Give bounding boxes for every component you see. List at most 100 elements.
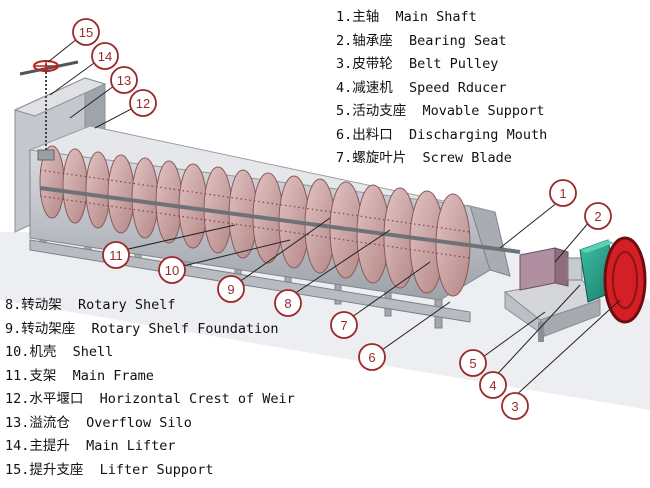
legend-number: 1. [336,9,353,25]
legend-number: 15. [5,461,30,478]
legend-item: 4.减速机 Speed Rducer [336,77,547,101]
legend-chinese: 轴承座 [352,32,393,49]
blade-rivets [39,169,471,259]
legend-number: 14. [5,438,30,454]
legend-item: 7.螺旋叶片 Screw Blade [336,147,547,171]
legend-number: 11. [5,367,30,384]
callout-4-label: 4 [489,378,496,393]
legend-item: 11.支架 Main Frame [5,365,295,389]
legend-right: 1.主轴 Main Shaft 2.轴承座 Bearing Seat 3.皮带轮… [336,6,547,171]
lifter-shape [19,60,79,161]
callout-9: 9 [217,275,245,303]
callout-14: 14 [91,42,119,70]
legend-item: 2.轴承座 Bearing Seat [336,30,547,54]
callout-15: 15 [72,18,100,46]
screw-blades-shape [39,145,471,297]
legend-item: 8.转动架 Rotary Shelf [5,294,295,318]
legend-english: Rotary Shelf Foundation [91,320,279,337]
legend-item: 3.皮带轮 Belt Pulley [336,53,547,77]
legend-english: Movable Support [422,103,545,119]
legend-english: Bearing Seat [409,32,507,49]
legend-chinese: 提升支座 [29,461,84,478]
legend-english: Overflow Silo [86,414,192,431]
legend-number: 2. [336,32,353,49]
legend-chinese: 机壳 [29,344,57,360]
legend-english: Main Frame [72,367,154,384]
legend-number: 9. [5,320,22,337]
callout-4: 4 [479,371,507,399]
callout-6: 6 [358,343,386,371]
callout-9-label: 9 [227,282,234,297]
legend-item: 10.机壳 Shell [5,341,295,365]
legend-chinese: 水平堰口 [29,391,84,407]
drive-assembly-shape [519,236,647,324]
callout-5: 5 [459,349,487,377]
callout-7: 7 [330,311,358,339]
legend-english: Discharging Mouth [409,126,548,143]
legend-item: 6.出料口 Discharging Mouth [336,124,547,148]
legend-english: Speed Rducer [409,79,507,96]
callout-2: 2 [584,202,612,230]
callout-3-label: 3 [511,399,518,414]
legend-item: 9.转动架座 Rotary Shelf Foundation [5,318,295,342]
legend-item: 15.提升支座 Lifter Support [5,459,295,483]
legend-item: 5.活动支座 Movable Support [336,100,547,124]
callout-1-label: 1 [559,186,566,201]
callout-1: 1 [549,179,577,207]
legend-chinese: 主提升 [29,438,70,454]
callout-8: 8 [274,289,302,317]
callout-10: 10 [158,256,186,284]
callout-5-label: 5 [469,356,476,371]
legend-english: Lifter Support [99,461,214,478]
callout-3: 3 [501,392,529,420]
legend-english: Shell [72,344,114,360]
callout-6-label: 6 [368,350,375,365]
legend-left: 8.转动架 Rotary Shelf 9.转动架座 Rotary Shelf F… [5,294,295,482]
callout-12-label: 12 [136,96,150,111]
callout-15-label: 15 [79,25,93,40]
legend-chinese: 皮带轮 [352,56,393,72]
legend-chinese: 螺旋叶片 [352,150,407,166]
legend-number: 6. [336,126,353,143]
callout-11: 11 [102,241,130,269]
callout-2-label: 2 [594,209,601,224]
callout-8-label: 8 [284,296,291,311]
legend-english: Main Shaft [395,9,477,25]
legend-number: 12. [5,391,30,407]
callout-13: 13 [110,66,138,94]
callout-11-label: 11 [109,248,123,263]
legend-number: 10. [5,344,30,360]
callout-markers: 1 2 3 4 5 6 7 8 9 10 11 12 13 14 15 [72,18,612,420]
legend-english: Rotary Shelf [78,297,176,313]
legend-item: 14.主提升 Main Lifter [5,435,295,459]
callout-7-label: 7 [340,318,347,333]
legend-english: Belt Pulley [409,56,499,72]
legend-chinese: 转动架 [21,297,62,313]
legend-number: 3. [336,56,353,72]
callout-leader-lines [47,34,621,399]
legend-number: 13. [5,414,30,431]
legend-chinese: 支架 [29,367,57,384]
callout-10-label: 10 [165,263,179,278]
legend-number: 7. [336,150,353,166]
legend-chinese: 减速机 [352,79,393,96]
callout-14-label: 14 [98,49,112,64]
legend-english: Screw Blade [422,150,512,166]
legend-item: 12.水平堰口 Horizontal Crest of Weir [5,388,295,412]
legend-english: Horizontal Crest of Weir [99,391,295,407]
main-shaft-shape [39,186,521,254]
legend-chinese: 主轴 [352,9,380,25]
legend-number: 5. [336,103,353,119]
callout-12: 12 [129,89,157,117]
legend-number: 8. [5,297,22,313]
callout-13-label: 13 [117,73,131,88]
legend-english: Main Lifter [86,438,176,454]
legend-chinese: 出料口 [352,126,393,143]
legend-item: 13.溢流仓 Overflow Silo [5,412,295,436]
legend-chinese: 活动支座 [352,103,407,119]
legend-item: 1.主轴 Main Shaft [336,6,547,30]
legend-chinese: 转动架座 [21,320,76,337]
legend-number: 4. [336,79,353,96]
